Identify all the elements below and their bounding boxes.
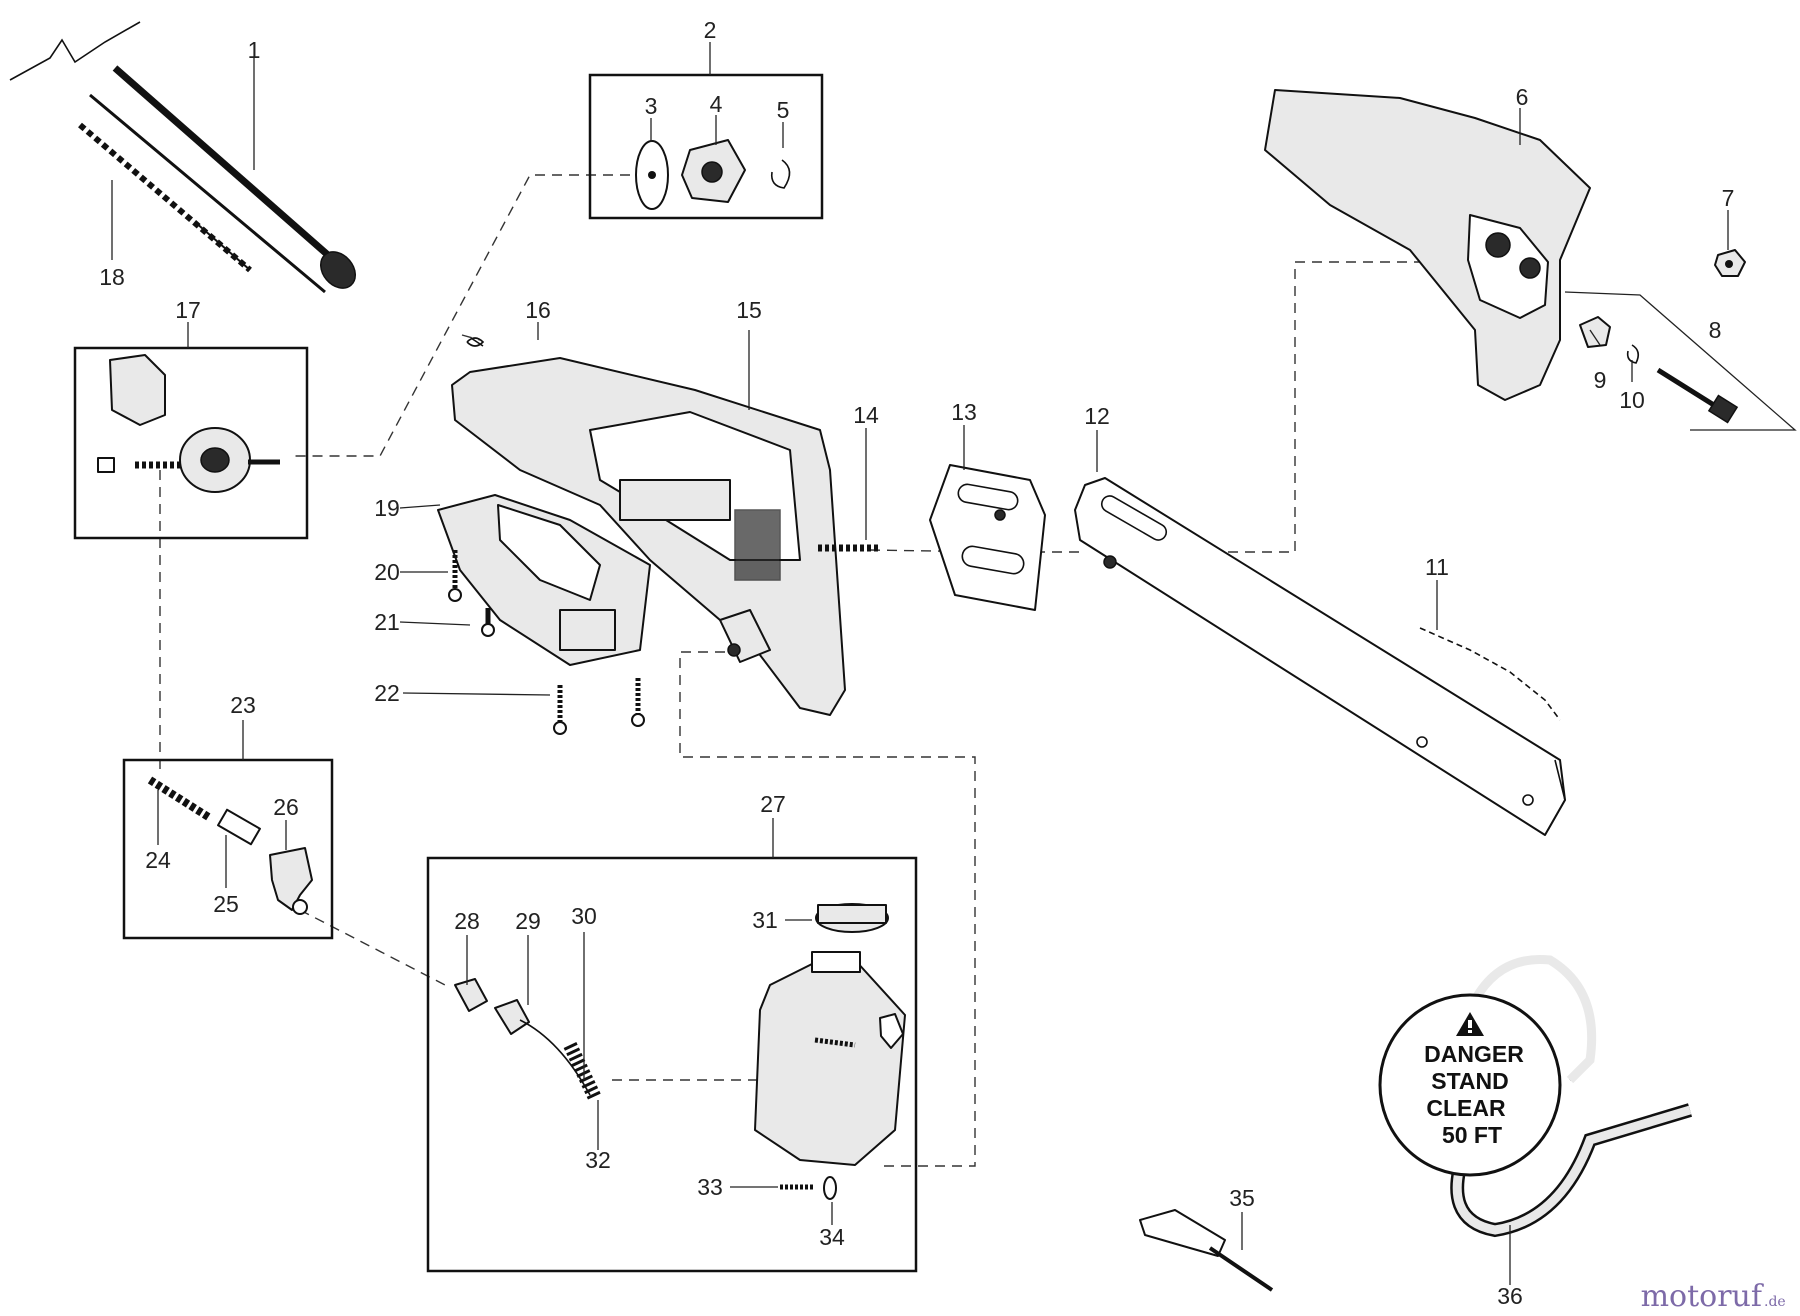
sprocket-assembly: [635, 139, 791, 210]
gearbox-assembly: [97, 354, 280, 493]
label-10: 10: [1619, 387, 1645, 413]
label-3: 3: [645, 93, 658, 119]
label-25: 25: [213, 891, 239, 917]
pole-shaft: [9, 21, 356, 294]
guide-plate: [929, 464, 1046, 611]
watermark: motoruf .de: [1641, 1279, 1786, 1314]
label-4: 4: [710, 91, 723, 117]
label-27: 27: [760, 791, 786, 817]
main-housing: [451, 357, 880, 716]
label-33: 33: [697, 1174, 723, 1200]
spring-16: [466, 337, 485, 347]
label-2: 2: [704, 17, 717, 43]
label-7: 7: [1722, 185, 1735, 211]
label-21: 21: [374, 609, 400, 635]
label-30: 30: [571, 903, 597, 929]
screws: [448, 550, 645, 735]
label-31: 31: [752, 907, 778, 933]
watermark-suffix: .de: [1764, 1294, 1786, 1310]
label-35: 35: [1229, 1185, 1255, 1211]
label-34: 34: [819, 1224, 845, 1250]
decal-line-1: DANGER: [1424, 1041, 1524, 1067]
label-22: 22: [374, 680, 400, 706]
bar-cover: [1264, 89, 1591, 401]
pump-cover: [437, 494, 651, 666]
part-number-labels: 1 2 3 4 5 6 7 8 9 10 11 12 13 14 15 16 1…: [99, 17, 1734, 1309]
label-23: 23: [230, 692, 256, 718]
label-13: 13: [951, 399, 977, 425]
label-32: 32: [585, 1147, 611, 1173]
guide-bar: [1074, 477, 1566, 836]
oil-pump-parts: [147, 776, 313, 915]
label-29: 29: [515, 908, 541, 934]
label-24: 24: [145, 847, 171, 873]
box-17: [73, 346, 309, 540]
label-15: 15: [736, 297, 762, 323]
label-36: 36: [1497, 1283, 1523, 1309]
label-1: 1: [248, 37, 261, 63]
label-5: 5: [777, 97, 790, 123]
label-17: 17: [175, 297, 201, 323]
label-8: 8: [1709, 317, 1722, 343]
box-23: [122, 758, 334, 940]
decal-line-3: CLEAR: [1426, 1095, 1506, 1121]
label-18: 18: [99, 264, 125, 290]
label-28: 28: [454, 908, 480, 934]
label-9: 9: [1594, 367, 1607, 393]
label-16: 16: [525, 297, 551, 323]
warning-decal: DANGER STAND CLEAR 50 FT: [1424, 1041, 1524, 1148]
label-20: 20: [374, 559, 400, 585]
watermark-name: motoruf: [1641, 1279, 1764, 1314]
label-26: 26: [273, 794, 299, 820]
wrench: [1139, 1209, 1274, 1292]
box-2: [588, 73, 824, 220]
oil-tank-assembly: [454, 903, 906, 1200]
box-27: [426, 856, 918, 1273]
label-14: 14: [853, 402, 879, 428]
cover-hardware: [1564, 249, 1797, 431]
label-11: 11: [1425, 554, 1449, 580]
leader-lines: [111, 42, 1729, 1285]
label-12: 12: [1084, 403, 1110, 429]
assembly-lines: [159, 174, 1470, 1167]
label-19: 19: [374, 495, 400, 521]
harness-strap: [1378, 955, 1693, 1238]
decal-line-2: STAND: [1431, 1068, 1509, 1094]
label-6: 6: [1516, 84, 1529, 110]
decal-line-4: 50 FT: [1442, 1122, 1502, 1148]
